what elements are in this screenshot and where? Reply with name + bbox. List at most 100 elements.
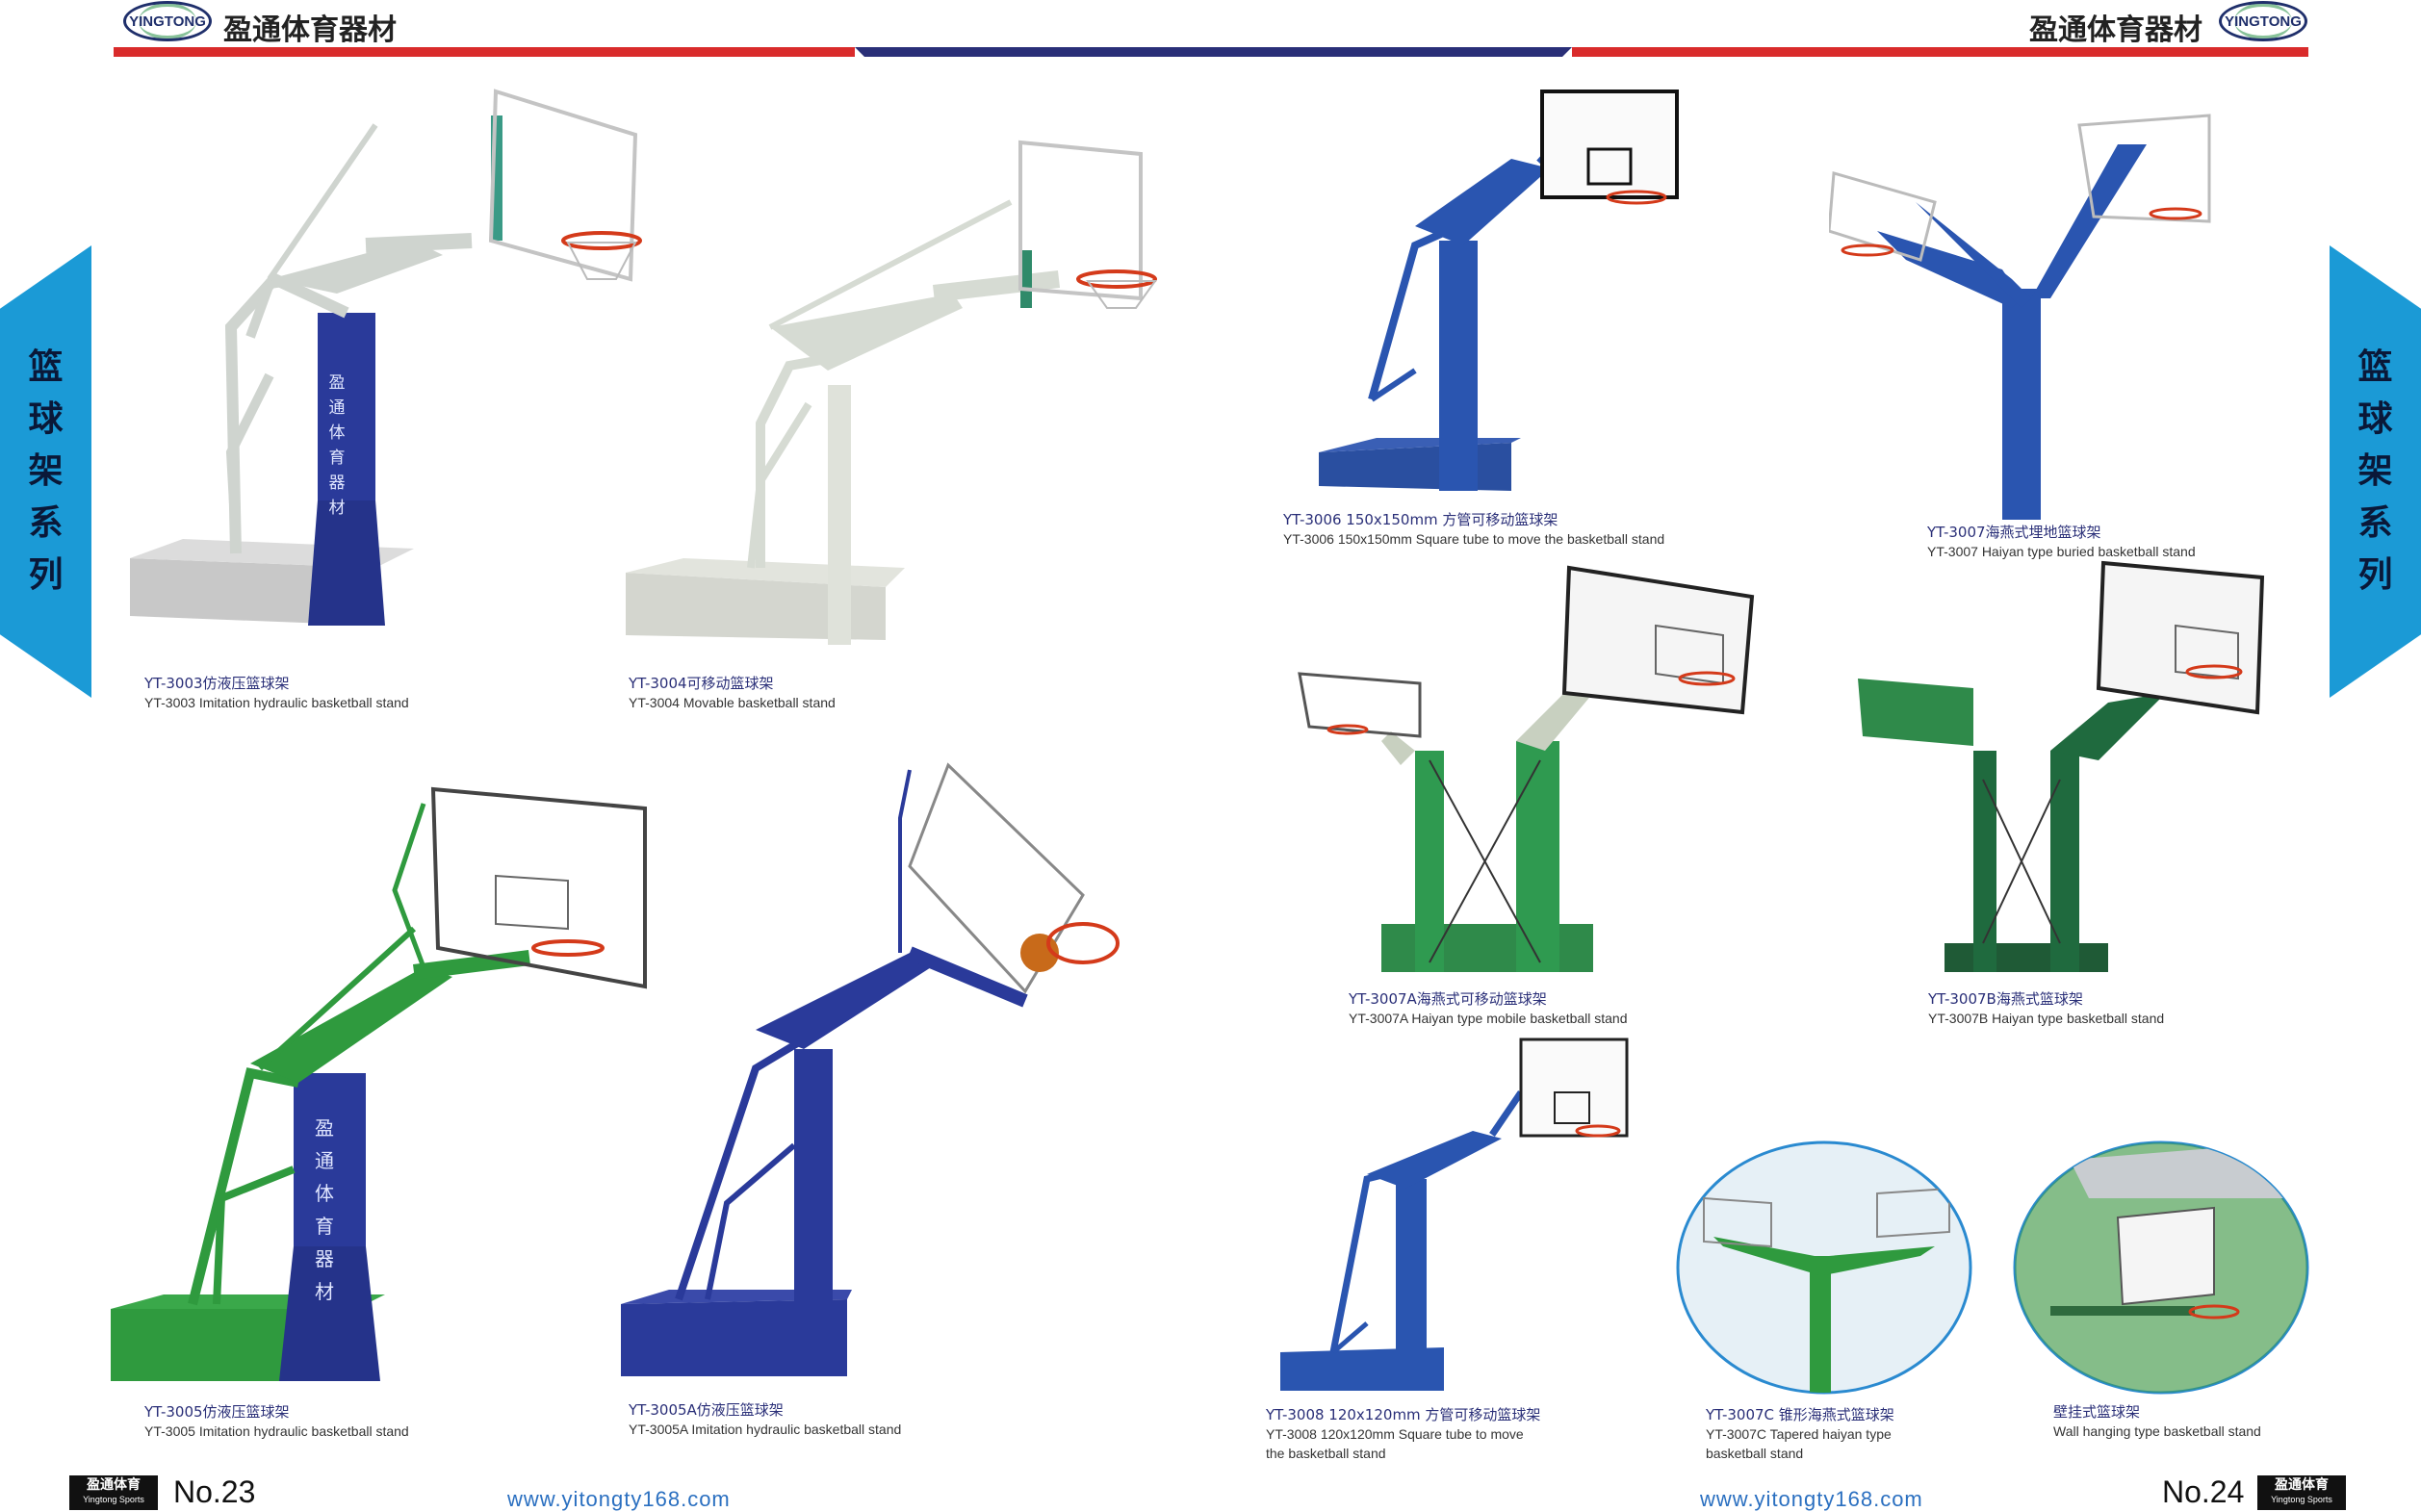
badge-cn: 盈通体育 [2275, 1477, 2329, 1493]
product-name-cn: 壁挂式篮球架 [2053, 1403, 2141, 1421]
logo-text: YINGTONG [129, 13, 206, 30]
product-name-cn: YT-3007A海燕式可移动篮球架 [1349, 990, 1547, 1008]
pole-char: 育 [328, 448, 346, 468]
basketball-stand-icon [1298, 565, 1755, 972]
product-name-en-line2: the basketball stand [1266, 1446, 1386, 1461]
product-caption: YT-3005仿液压篮球架 YT-3005 Imitation hydrauli… [144, 1402, 409, 1441]
website-url-left[interactable]: www.yitongty168.com [507, 1487, 731, 1511]
product-photo-yt3004 [616, 135, 1174, 645]
product-name-cn: YT-3003仿液压篮球架 [144, 675, 290, 692]
product-photo-yt3005a [621, 760, 1141, 1376]
brand-logo-right: YINGTONG [2219, 1, 2307, 41]
badge-cn: 盈通体育 [87, 1477, 141, 1493]
pole-char: 通 [315, 1149, 334, 1172]
series-tab-right: 篮 球 架 系 列 [2330, 245, 2421, 698]
pole-char: 通 [328, 398, 346, 418]
product-photo-yt3006 [1319, 82, 1704, 496]
product-photo-yt3007c [1675, 1140, 1973, 1396]
product-photo-yt3005 [106, 784, 664, 1381]
series-char: 架 [28, 451, 64, 491]
badge-en: Yingtong Sports [83, 1495, 144, 1504]
series-char: 架 [2357, 451, 2393, 491]
product-photo-yt3007 [1829, 106, 2233, 529]
header-rule [114, 46, 2308, 58]
series-char: 列 [2357, 555, 2393, 595]
pole-char: 体 [328, 423, 346, 443]
series-char: 球 [28, 399, 64, 439]
product-name-en: YT-3007C Tapered haiyan type [1706, 1426, 1892, 1442]
product-caption: YT-3007A海燕式可移动篮球架 YT-3007A Haiyan type m… [1349, 989, 1628, 1028]
series-char: 篮 [28, 347, 64, 387]
product-caption: YT-3003仿液压篮球架 YT-3003 Imitation hydrauli… [144, 674, 409, 712]
product-name-en: YT-3007B Haiyan type basketball stand [1928, 1011, 2165, 1026]
basketball-stand-icon [130, 89, 642, 626]
pole-char: 盈 [328, 373, 346, 393]
pole-brand-text: 盈 通 体 育 器 材 [313, 1112, 336, 1308]
product-name-cn: YT-3005仿液压篮球架 [144, 1403, 290, 1421]
brand-name-left: 盈通体育器材 [223, 13, 397, 47]
basketball-stand-icon [626, 140, 1157, 645]
website-url-right[interactable]: www.yitongty168.com [1700, 1487, 1923, 1511]
product-name-cn: YT-3007海燕式埋地篮球架 [1927, 524, 2101, 541]
series-char: 系 [28, 503, 64, 543]
product-caption: YT-3008 120x120mm 方管可移动篮球架 YT-3008 120x1… [1266, 1405, 1540, 1463]
badge-en: Yingtong Sports [2271, 1495, 2332, 1504]
series-char: 球 [2357, 399, 2393, 439]
basketball-stand-icon [1858, 560, 2265, 972]
product-name-en: YT-3008 120x120mm Square tube to move [1266, 1426, 1524, 1442]
product-photo-yt3008 [1280, 1035, 1636, 1400]
product-name-en: Wall hanging type basketball stand [2053, 1423, 2261, 1439]
product-photo-yt3007b [1858, 558, 2281, 982]
product-name-en: YT-3007A Haiyan type mobile basketball s… [1349, 1011, 1628, 1026]
basketball-stand-icon [621, 762, 1120, 1376]
basketball-stand-icon [1319, 90, 1679, 491]
logo-swirl-icon [2234, 4, 2292, 38]
basketball-stand-icon [1280, 1038, 1629, 1391]
product-name-cn: YT-3006 150x150mm 方管可移动篮球架 [1283, 511, 1558, 528]
basketball-stand-icon [1829, 114, 2211, 520]
page-number-left: No.23 [173, 1474, 256, 1509]
product-name-en: YT-3006 150x150mm Square tube to move th… [1283, 531, 1665, 547]
pole-char: 材 [315, 1280, 334, 1303]
brand-name-right: 盈通体育器材 [2029, 13, 2202, 47]
basketball-stand-icon [111, 786, 647, 1381]
product-caption: YT-3006 150x150mm 方管可移动篮球架 YT-3006 150x1… [1283, 510, 1664, 549]
product-caption: YT-3007C 锥形海燕式篮球架 YT-3007C Tapered haiya… [1706, 1405, 1894, 1463]
product-name-en: YT-3004 Movable basketball stand [629, 695, 836, 710]
product-caption: YT-3007B海燕式篮球架 YT-3007B Haiyan type bask… [1928, 989, 2164, 1028]
footer-badge-right: 盈通体育 Yingtong Sports [2257, 1475, 2346, 1510]
product-caption: YT-3007海燕式埋地篮球架 YT-3007 Haiyan type buri… [1927, 523, 2196, 561]
pole-char: 育 [315, 1215, 334, 1238]
product-name-en: YT-3005A Imitation hydraulic basketball … [629, 1422, 902, 1437]
footer-badge-left: 盈通体育 Yingtong Sports [69, 1475, 158, 1510]
product-name-cn: YT-3007C 锥形海燕式篮球架 [1706, 1406, 1894, 1423]
product-name-cn: YT-3004可移动篮球架 [629, 675, 774, 692]
series-char: 列 [28, 555, 64, 595]
pole-brand-text: 盈 通 体 育 器 材 [327, 371, 347, 521]
pole-char: 体 [315, 1182, 334, 1205]
basketball-stand-icon [1676, 1140, 1972, 1395]
product-name-en: YT-3007 Haiyan type buried basketball st… [1927, 544, 2196, 559]
series-char: 系 [2357, 503, 2393, 543]
product-name-en: YT-3005 Imitation hydraulic basketball s… [144, 1423, 409, 1439]
basketball-stand-icon [2013, 1140, 2309, 1395]
product-caption: YT-3005A仿液压篮球架 YT-3005A Imitation hydrau… [629, 1400, 901, 1439]
product-caption: YT-3004可移动篮球架 YT-3004 Movable basketball… [629, 674, 836, 712]
logo-swirl-icon [139, 4, 196, 38]
pole-char: 材 [328, 499, 346, 518]
logo-text: YINGTONG [2225, 13, 2302, 30]
series-tab-left: 篮 球 架 系 列 [0, 245, 91, 698]
product-name-cn: YT-3007B海燕式篮球架 [1928, 990, 2083, 1008]
pole-char: 盈 [315, 1116, 334, 1140]
product-photo-yt3007a [1295, 558, 1757, 982]
product-caption: 壁挂式篮球架 Wall hanging type basketball stan… [2053, 1402, 2261, 1441]
product-name-cn: YT-3005A仿液压篮球架 [629, 1401, 784, 1419]
product-photo-yt3003 [125, 87, 664, 635]
series-char: 篮 [2357, 347, 2393, 387]
header-rule-graphic [114, 47, 2308, 57]
pole-char: 器 [328, 474, 346, 493]
product-name-en: YT-3003 Imitation hydraulic basketball s… [144, 695, 409, 710]
product-name-en-line2: basketball stand [1706, 1446, 1804, 1461]
page-number-right: No.24 [2162, 1474, 2245, 1509]
brand-logo-left: YINGTONG [123, 1, 212, 41]
